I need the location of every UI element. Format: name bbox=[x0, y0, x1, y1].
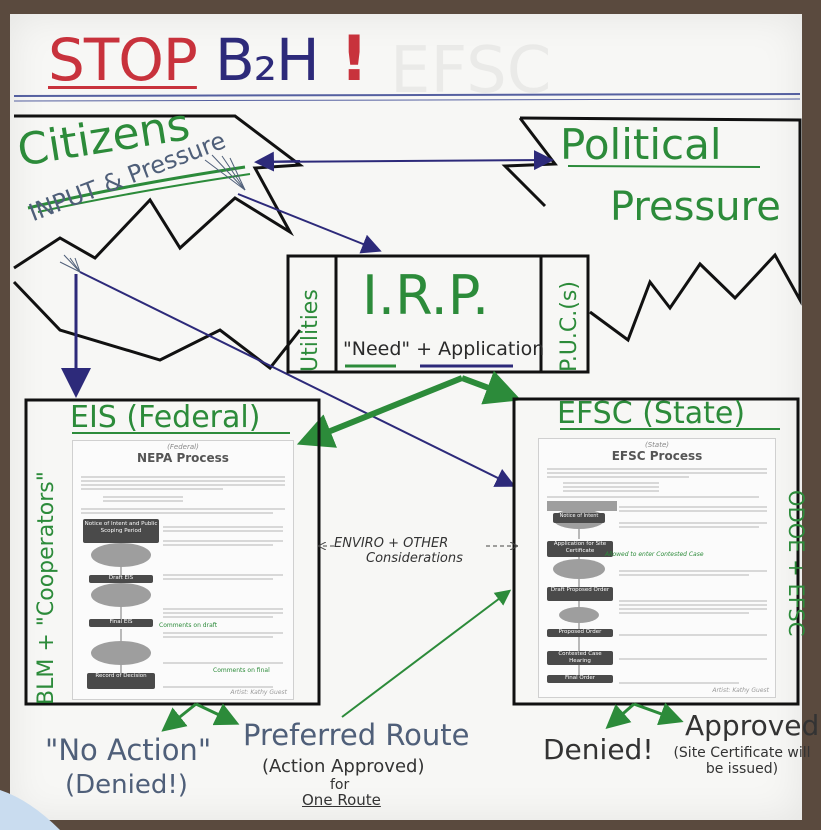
starburst-input bbox=[59, 254, 81, 273]
efsc-process-sheet: (State) EFSC Process Notice bbox=[538, 438, 776, 698]
efsc-step-contested-case: Contested Case Hearing bbox=[547, 651, 613, 665]
need-application-label: "Need" + Application bbox=[343, 338, 545, 360]
arrow-irp-to-eis bbox=[296, 375, 464, 448]
puc-label: P.U.C.(s) bbox=[557, 281, 582, 372]
arrow-irp-to-efsc bbox=[460, 370, 522, 405]
efsc-step-notice-of-intent: Notice of Intent bbox=[553, 513, 605, 523]
political-underline bbox=[567, 165, 761, 168]
efsc-step-final-order: Final Order bbox=[547, 675, 613, 683]
arrow-citizens-to-political bbox=[255, 150, 554, 171]
irp-box bbox=[286, 254, 590, 374]
considerations-line-2: Considerations bbox=[366, 551, 463, 566]
route-word: Route bbox=[332, 791, 381, 809]
eis-box bbox=[24, 398, 321, 706]
citizens-underline-1 bbox=[27, 165, 246, 210]
approved-label: Approved bbox=[685, 709, 820, 742]
title-b2h: B₂H bbox=[215, 26, 320, 94]
title-exclamation: ! bbox=[340, 22, 369, 95]
nepa-step-draft-eis: Draft EIS bbox=[89, 575, 153, 583]
efsc-step-proposed-order: Proposed Order bbox=[547, 629, 613, 637]
considerations-line-1: ENVIRO + OTHER bbox=[334, 536, 449, 551]
nepa-step-final-eis: Final EIS bbox=[89, 619, 153, 627]
one-route-label: One Route bbox=[302, 791, 381, 809]
eis-title: EIS (Federal) bbox=[70, 400, 261, 435]
for-label: for bbox=[330, 777, 350, 793]
jagged-outline-right-notch bbox=[501, 117, 558, 208]
arrow-to-preferred bbox=[195, 702, 240, 726]
arrow-to-no-action bbox=[161, 702, 197, 732]
arrow-citizens-to-irp bbox=[237, 193, 382, 254]
title-stop: STOP bbox=[48, 26, 198, 94]
pressure-label: Pressure bbox=[610, 184, 781, 230]
efsc-annotation-contested: Allowed to enter Contested Case bbox=[605, 551, 704, 558]
political-label: Political bbox=[560, 120, 722, 169]
arrow-preferred-to-efsc bbox=[341, 589, 512, 718]
denied-label: Denied! bbox=[543, 733, 654, 766]
efsc-subtitle: (State) bbox=[645, 441, 669, 449]
nepa-step-record-of-decision: Record of Decision bbox=[87, 673, 155, 689]
nepa-annotation-draft: Comments on draft bbox=[159, 622, 218, 629]
odoe-efsc-label: ODOE + EFSC bbox=[784, 490, 808, 637]
arrow-input-to-efsc bbox=[79, 271, 516, 487]
efsc-step-application: Application for Site Certificate bbox=[547, 541, 613, 557]
one-word: One bbox=[302, 791, 333, 809]
nepa-footer: Artist: Kathy Guest bbox=[230, 689, 287, 696]
starburst-citizens bbox=[204, 154, 246, 191]
action-approved-label: (Action Approved) bbox=[262, 756, 425, 777]
arrow-political-to-citizens bbox=[254, 151, 301, 172]
arrow-to-denied bbox=[605, 702, 635, 729]
denied-paren-label: (Denied!) bbox=[65, 770, 188, 800]
irp-title: I.R.P. bbox=[362, 264, 490, 327]
site-certificate-label: (Site Certificate will be issued) bbox=[673, 745, 811, 777]
nepa-title: NEPA Process bbox=[137, 451, 229, 465]
jagged-outline-left-lower bbox=[12, 280, 302, 371]
header-divider-line bbox=[13, 93, 801, 97]
arrow-to-approved bbox=[633, 702, 684, 726]
header-divider-line-thin bbox=[13, 98, 801, 102]
efsc-title: EFSC (State) bbox=[557, 396, 746, 431]
nepa-annotation-final: Comments on final bbox=[213, 667, 270, 674]
efsc-footer: Artist: Kathy Guest bbox=[712, 687, 769, 694]
nepa-subtitle: (Federal) bbox=[167, 443, 199, 451]
jagged-outline-right-upper bbox=[519, 116, 802, 343]
citizens-underline-2 bbox=[37, 173, 251, 213]
preferred-route-label: Preferred Route bbox=[243, 718, 470, 752]
nepa-text-lines bbox=[81, 476, 285, 688]
corner-blue-shape bbox=[0, 790, 60, 830]
jagged-outline-left-upper bbox=[13, 114, 305, 270]
no-action-label: "No Action" bbox=[45, 733, 212, 767]
blm-cooperators-label: BLM + "Cooperators" bbox=[34, 471, 59, 705]
efsc-step-draft-proposed-order: Draft Proposed Order bbox=[547, 587, 613, 601]
nepa-step-notice-of-intent: Notice of Intent and Public Scoping Peri… bbox=[83, 519, 159, 543]
utilities-label: Utilities bbox=[298, 289, 323, 372]
nepa-process-sheet: (Federal) NEPA Process Notice of Intent … bbox=[72, 440, 294, 700]
efsc-box bbox=[512, 397, 800, 706]
efsc-doc-title: EFSC Process bbox=[611, 449, 703, 463]
